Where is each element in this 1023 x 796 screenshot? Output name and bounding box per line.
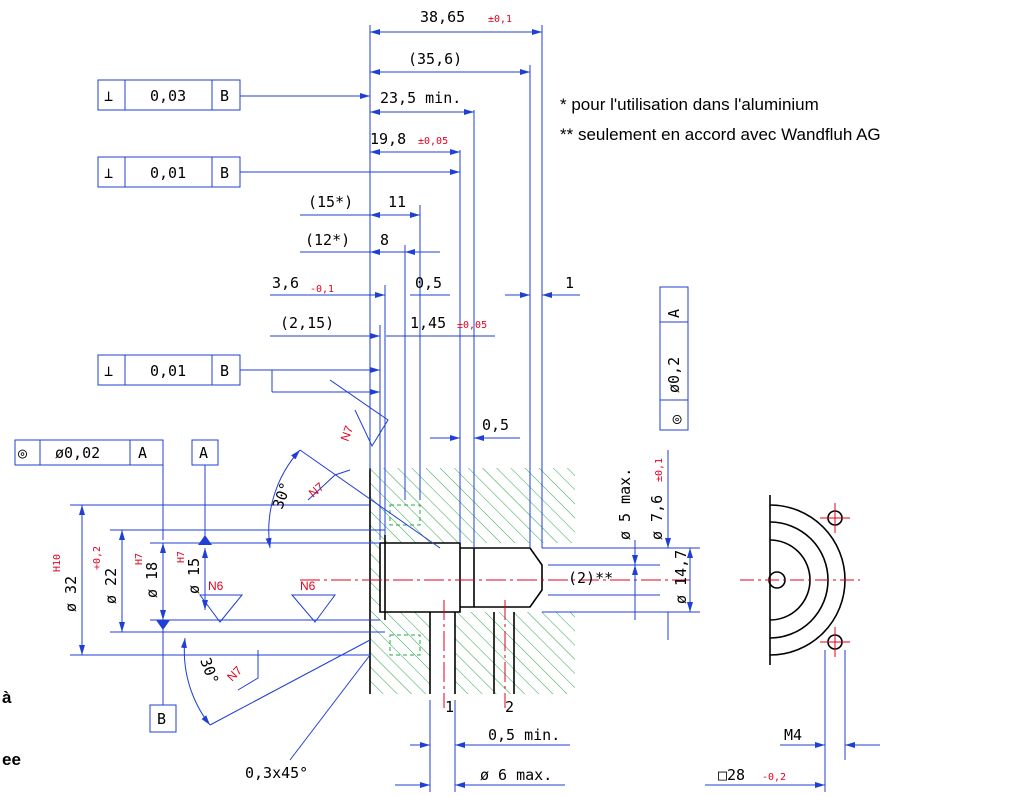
svg-text:ø 6 max.: ø 6 max. [480,766,552,784]
frame-perp-3: ⊥ 0,01 B [97,354,241,386]
svg-text:(2)**: (2)** [568,569,613,587]
svg-text:1: 1 [445,698,454,716]
svg-text:±0,05: ±0,05 [457,320,487,331]
svg-text:ø 18: ø 18 [143,562,161,598]
svg-text:+0,2: +0,2 [92,546,103,570]
svg-text:(15*): (15*) [308,193,353,211]
svg-text:B: B [157,710,166,728]
svg-text:M4: M4 [784,726,802,744]
frame-perp-2: ⊥ 0,01 B [97,156,241,188]
svg-text:2: 2 [505,698,514,716]
datum-b: B [149,704,177,733]
datum-a: A [191,439,219,466]
svg-text:-0,2: -0,2 [762,772,786,783]
concentricity-icon: ◎ [667,415,685,424]
svg-text:* pour l'utilisation dans l'al: * pour l'utilisation dans l'aluminium [560,95,819,114]
cartridge-outline [300,504,690,708]
svg-text:1,45: 1,45 [410,314,446,332]
svg-text:23,5 min.: 23,5 min. [380,89,461,107]
svg-text:0,03: 0,03 [150,87,186,105]
left-fragment-a: à [2,688,12,707]
svg-text:N7: N7 [224,663,245,684]
svg-text:ø 7,6: ø 7,6 [648,495,666,540]
side-view [740,495,860,665]
frame-perp-1: ⊥ 0,03 B [97,79,241,111]
svg-text:ø 32: ø 32 [62,576,80,612]
perp-icon: ⊥ [104,362,113,380]
svg-text:A: A [138,444,147,462]
svg-text:±0,1: ±0,1 [654,458,665,482]
svg-text:H10: H10 [52,554,63,572]
svg-text:B: B [220,164,229,182]
svg-text:38,65: 38,65 [420,8,465,26]
frame-concentricity-1: ◎ ø0,02 A [14,439,164,466]
svg-text:H7: H7 [176,551,187,563]
svg-text:** seulement en accord avec Wa: ** seulement en accord avec Wandfluh AG [560,125,881,144]
svg-text:ø 5 max.: ø 5 max. [616,468,634,540]
svg-text:30°: 30° [196,655,222,687]
svg-text:ø 15: ø 15 [185,558,203,594]
left-fragment-b: ee [2,750,21,769]
dimension-lines [70,25,880,792]
svg-text:B: B [220,362,229,380]
svg-text:N6: N6 [208,579,224,593]
svg-text:0,5: 0,5 [415,274,442,292]
svg-text:0,5 min.: 0,5 min. [488,726,560,744]
svg-text:0,01: 0,01 [150,362,186,380]
hatched-body [369,468,575,694]
perp-icon: ⊥ [104,164,113,182]
svg-text:H7: H7 [134,553,145,565]
svg-text:(35,6): (35,6) [408,50,462,68]
svg-text:ø0,02: ø0,02 [55,444,100,462]
svg-text:0,3x45°: 0,3x45° [245,764,308,782]
svg-text:8: 8 [380,231,389,249]
svg-text:N7: N7 [306,480,327,501]
svg-text:ø 22: ø 22 [102,568,120,604]
perp-icon: ⊥ [104,87,113,105]
svg-text:0,5: 0,5 [482,416,509,434]
roughness-marks: N7 N7 N7 N6 N6 [199,379,389,691]
dimension-texts: 38,65 ±0,1 (35,6) 23,5 min. 19,8 ±0,05 (… [52,8,802,784]
svg-text:N6: N6 [300,579,316,593]
svg-text:±0,1: ±0,1 [488,14,512,25]
svg-text:(12*): (12*) [305,231,350,249]
svg-text:1: 1 [565,274,574,292]
svg-text:3,6: 3,6 [272,274,299,292]
svg-text:±0,05: ±0,05 [418,136,448,147]
svg-text:ø0,2: ø0,2 [665,357,683,393]
svg-text:(2,15): (2,15) [280,314,334,332]
frame-concentricity-2: A ø0,2 ◎ [659,286,689,431]
svg-text:0,01: 0,01 [150,164,186,182]
svg-text:30°: 30° [269,480,295,512]
svg-text:□28: □28 [718,766,745,784]
svg-text:B: B [220,87,229,105]
svg-text:A: A [199,444,208,462]
svg-text:N7: N7 [338,424,357,444]
svg-text:ø 14,7: ø 14,7 [672,550,690,604]
svg-text:19,8: 19,8 [370,130,406,148]
concentricity-icon: ◎ [18,444,27,462]
svg-text:A: A [665,309,683,318]
notes: * pour l'utilisation dans l'aluminium **… [560,95,881,144]
svg-text:11: 11 [388,193,406,211]
svg-text:-0,1: -0,1 [310,284,334,295]
